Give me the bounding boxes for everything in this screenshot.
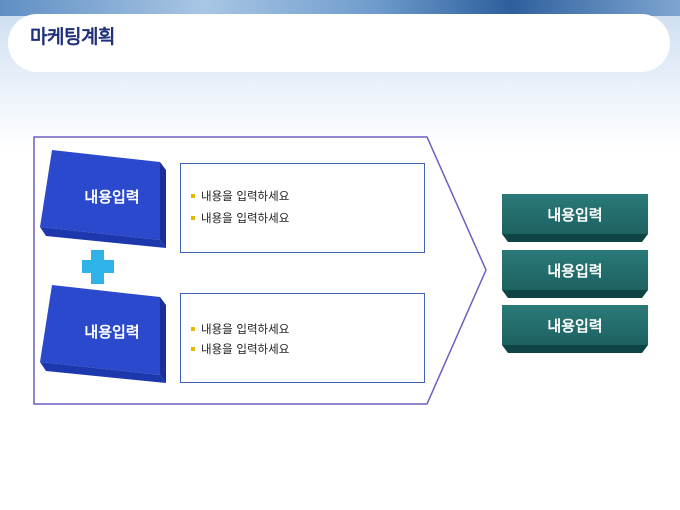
- cube-side: [160, 162, 166, 248]
- header-strip: [0, 0, 680, 16]
- cube-bottom: [40, 227, 166, 248]
- result-box-label: 내용입력: [502, 305, 648, 345]
- list-item: 내용을 입력하세요: [191, 189, 289, 203]
- list-item: 내용을 입력하세요: [191, 342, 289, 356]
- text-box-1: 내용을 입력하세요 내용을 입력하세요: [180, 163, 425, 253]
- text-box-2: 내용을 입력하세요 내용을 입력하세요: [180, 293, 425, 383]
- bullet-list: 내용을 입력하세요 내용을 입력하세요: [191, 322, 289, 364]
- page-title: 마케팅계획: [30, 26, 115, 48]
- result-box-3: 내용입력: [502, 305, 648, 353]
- bullet-list: 내용을 입력하세요 내용을 입력하세요: [191, 189, 289, 233]
- cube-front: [40, 285, 160, 375]
- result-box-label: 내용입력: [502, 250, 648, 290]
- input-block-2-label: 내용입력: [84, 323, 140, 341]
- result-box-2: 내용입력: [502, 250, 648, 298]
- cube-front: [40, 150, 160, 240]
- bullet-icon: [191, 347, 195, 351]
- bullet-icon: [191, 194, 195, 198]
- cube-side: [160, 297, 166, 383]
- cube-bottom: [40, 362, 166, 383]
- bullet-icon: [191, 216, 195, 220]
- input-block-2: [40, 285, 166, 383]
- list-item: 내용을 입력하세요: [191, 322, 289, 336]
- title-bar: [8, 14, 670, 72]
- input-block-1-label: 내용입력: [84, 188, 140, 206]
- result-box-1: 내용입력: [502, 194, 648, 242]
- input-block-1: [40, 150, 166, 248]
- result-box-label: 내용입력: [502, 194, 648, 234]
- bullet-icon: [191, 327, 195, 331]
- list-item: 내용을 입력하세요: [191, 211, 289, 225]
